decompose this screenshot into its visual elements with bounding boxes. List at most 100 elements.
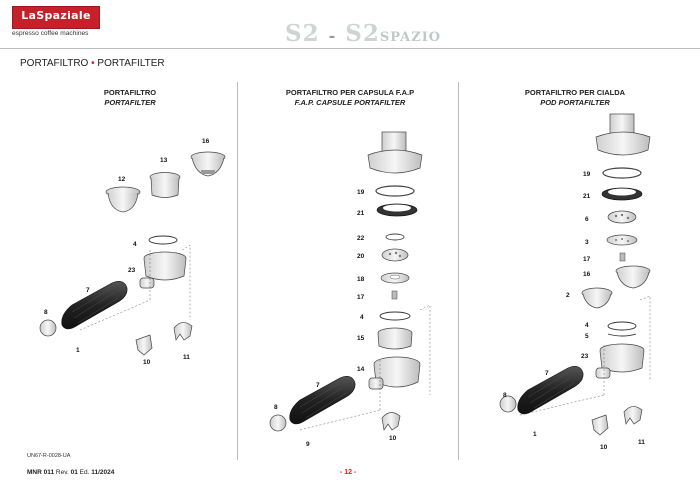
spout-11	[623, 406, 643, 425]
part-label: 6	[585, 216, 589, 223]
filter-basket-12	[105, 186, 141, 213]
column-title-it: PORTAFILTRO PER CAPSULA F.A.P	[285, 88, 415, 97]
part-label: 22	[357, 235, 365, 242]
screw-17	[619, 252, 626, 262]
spring-4	[379, 311, 411, 321]
spout-10	[135, 334, 153, 356]
model-s2: S2	[285, 20, 320, 47]
insert-15	[377, 327, 413, 350]
part-label: 19	[583, 171, 591, 178]
section-title-it: PORTAFILTRO	[20, 58, 89, 69]
part-label: 19	[357, 189, 365, 196]
doc-number: MNR 011	[27, 469, 55, 476]
part-label: 12	[118, 176, 126, 183]
gasket-19	[602, 167, 642, 179]
filter-basket-13	[149, 172, 181, 198]
part-label: 2	[566, 292, 570, 299]
part-label: 3	[585, 239, 589, 246]
ed-date: 11/2024	[91, 469, 115, 476]
part-label: 5	[585, 333, 589, 340]
page-number: - 12 -	[340, 469, 357, 476]
column-title-portafilter: PORTAFILTRO PORTAFILTER	[60, 88, 200, 108]
holder-body-23	[595, 343, 645, 379]
section-title: PORTAFILTRO • PORTAFILTER	[20, 58, 165, 69]
rev-label: Rev.	[55, 469, 69, 476]
column-title-en: PORTAFILTER	[104, 98, 156, 107]
filter-basket-16	[615, 265, 651, 289]
part-label: 18	[357, 276, 365, 283]
oring-22	[385, 233, 405, 241]
part-label: 10	[600, 444, 608, 451]
part-label: 4	[585, 322, 589, 329]
part-label: 11	[183, 354, 190, 361]
ed-label: Ed.	[79, 469, 90, 476]
end-cap-8	[269, 414, 287, 432]
section-separator: •	[91, 58, 95, 69]
gasket-19	[375, 185, 415, 197]
part-label: 15	[357, 335, 365, 342]
part-label: 16	[202, 138, 210, 145]
section-title-en: PORTAFILTER	[97, 58, 165, 69]
disc-3	[606, 234, 638, 246]
shower-6	[607, 210, 637, 224]
model-spazio: SPAZIO	[379, 30, 442, 45]
ring-21	[601, 187, 643, 201]
part-label: 8	[274, 404, 278, 411]
ring-21	[376, 203, 418, 217]
part-label: 7	[316, 382, 320, 389]
spout-10	[381, 412, 401, 431]
part-label: 11	[638, 439, 645, 446]
brand-logo: LaSpaziale	[12, 6, 100, 29]
column-title-en: F.A.P. CAPSULE PORTAFILTER	[294, 98, 406, 107]
holder-body-23	[139, 251, 187, 289]
rev-number: 01	[70, 469, 78, 476]
handle-7	[289, 376, 356, 425]
end-cap-8	[39, 319, 57, 337]
screw-17	[391, 290, 398, 300]
filter-basket-16	[190, 151, 226, 177]
header-divider	[0, 48, 700, 49]
end-cap-8	[499, 395, 517, 413]
holder-body-14	[368, 356, 421, 390]
group-head	[367, 131, 423, 174]
part-label: 7	[545, 370, 549, 377]
part-label: 17	[357, 294, 365, 301]
spring-5	[607, 333, 637, 337]
column-title-en: POD PORTAFILTER	[540, 98, 610, 107]
part-label: 13	[160, 157, 168, 164]
filter-basket-2	[581, 287, 613, 309]
shower-20	[381, 248, 409, 262]
part-label: 20	[357, 253, 365, 260]
part-label: 4	[133, 241, 137, 248]
part-label: 1	[76, 347, 80, 354]
part-label: 10	[389, 435, 397, 442]
column-divider-1	[237, 82, 238, 460]
pod-portafilter-diagram: 19 21 6 3 17 16 2 4 5 23 7 8 1 10 11	[499, 113, 651, 451]
spring-4	[148, 235, 178, 245]
part-label: 14	[357, 366, 365, 373]
model-dash: -	[328, 26, 337, 45]
logo-subtitle: espresso coffee machines	[12, 30, 89, 37]
part-label: 8	[44, 309, 48, 316]
group-head	[595, 113, 651, 156]
part-label: 17	[583, 256, 591, 263]
drawing-code: UN67-R-0028-UA	[27, 453, 71, 459]
part-label: 1	[533, 431, 537, 438]
part-label: 21	[583, 193, 591, 200]
logo-text: LaSpaziale	[21, 9, 91, 22]
model-s2-spazio: S2	[345, 20, 380, 47]
part-label: 9	[306, 441, 310, 448]
part-label: 21	[357, 210, 365, 217]
portafilter-diagram: 12 13 16 4 23 7 8 1 10 11	[39, 138, 226, 366]
part-label: 4	[360, 314, 364, 321]
handle-7	[61, 281, 128, 330]
spout-10	[591, 414, 609, 436]
capsule-portafilter-diagram: 19 21 22 20 18 17 4 15 14 7 8 9 10	[269, 131, 431, 448]
part-label: 16	[583, 271, 591, 278]
disc-18	[380, 272, 410, 284]
doc-info: MNR 011 Rev. 01 Ed. 11/2024	[27, 469, 114, 476]
spout-11	[173, 322, 193, 341]
column-title-pod: PORTAFILTRO PER CIALDA POD PORTAFILTER	[490, 88, 660, 108]
part-label: 10	[143, 359, 151, 366]
